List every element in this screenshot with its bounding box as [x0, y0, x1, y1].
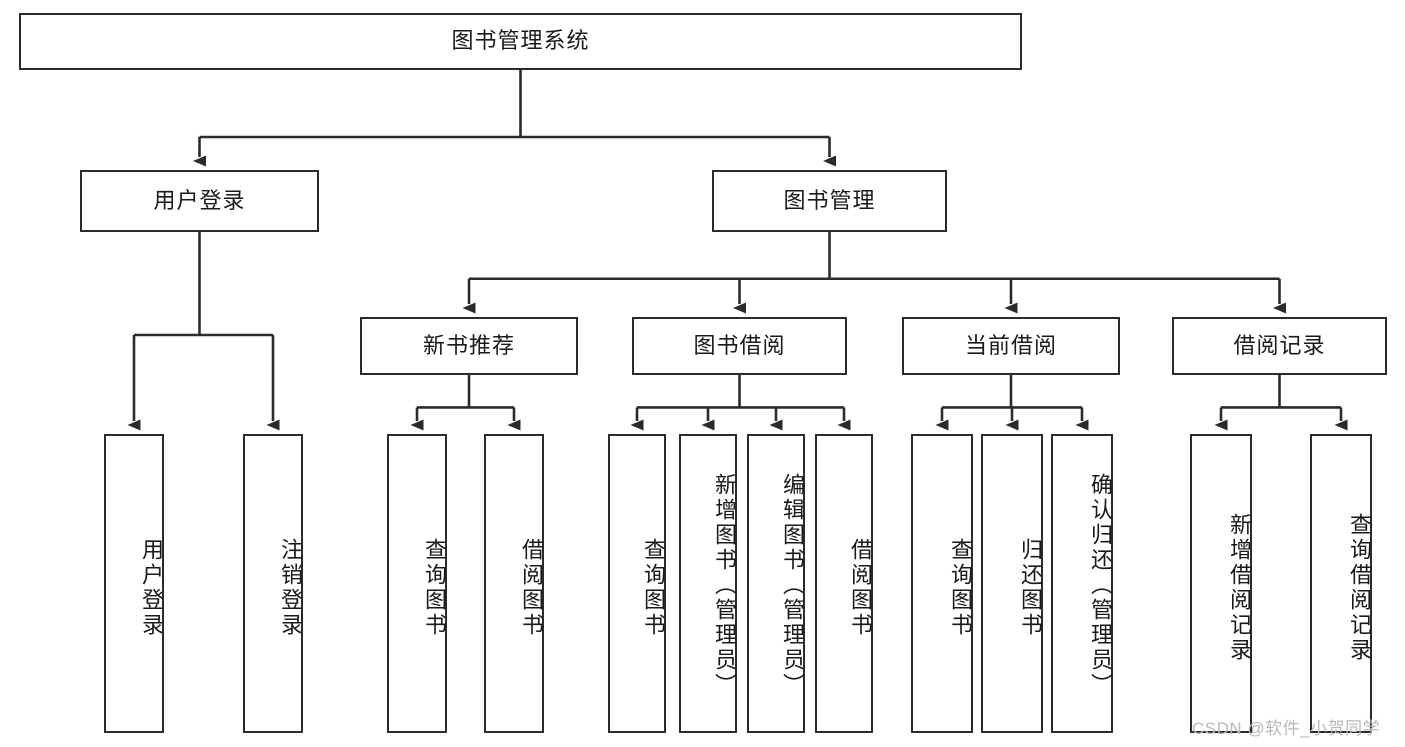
node-label: 借阅图书	[848, 537, 873, 638]
node-leaf7[interactable]: 编辑图书（管理员）	[747, 434, 805, 733]
node-label: 查询借阅记录	[1347, 512, 1372, 663]
node-leaf3[interactable]: 查询图书	[387, 434, 447, 733]
node-leaf6[interactable]: 新增图书（管理员）	[679, 434, 737, 733]
node-borrow[interactable]: 图书借阅	[632, 317, 847, 375]
node-label: 图书管理	[783, 187, 876, 213]
node-label: 编辑图书（管理员）	[780, 473, 805, 698]
node-label: 图书借阅	[693, 332, 786, 358]
node-label: 借阅记录	[1233, 332, 1326, 358]
node-leaf13[interactable]: 查询借阅记录	[1310, 434, 1372, 733]
node-leaf9[interactable]: 查询图书	[911, 434, 973, 733]
node-label: 当前借阅	[964, 332, 1057, 358]
node-label: 查询图书	[948, 537, 973, 638]
node-bookmgmt[interactable]: 图书管理	[712, 170, 947, 232]
node-label: 查询图书	[422, 537, 447, 638]
node-leaf10[interactable]: 归还图书	[981, 434, 1043, 733]
node-leaf12[interactable]: 新增借阅记录	[1190, 434, 1252, 733]
node-label: 新书推荐	[422, 332, 515, 358]
node-newbook[interactable]: 新书推荐	[360, 317, 578, 375]
node-leaf4[interactable]: 借阅图书	[484, 434, 544, 733]
node-label: 注销登录	[278, 537, 303, 638]
node-leaf5[interactable]: 查询图书	[608, 434, 666, 733]
node-leaf2[interactable]: 注销登录	[243, 434, 303, 733]
csdn-watermark: CSDN @软件_小贺同学	[1192, 719, 1381, 738]
node-leaf8[interactable]: 借阅图书	[815, 434, 873, 733]
node-label: 确认归还（管理员）	[1088, 473, 1113, 698]
node-label: 归还图书	[1018, 537, 1043, 638]
node-label: 图书管理系统	[451, 28, 590, 54]
node-current[interactable]: 当前借阅	[902, 317, 1120, 375]
node-label: 新增图书（管理员）	[712, 473, 737, 698]
node-leaf11[interactable]: 确认归还（管理员）	[1051, 434, 1113, 733]
node-root[interactable]: 图书管理系统	[19, 13, 1022, 70]
node-leaf1[interactable]: 用户登录	[104, 434, 164, 733]
node-label: 用户登录	[139, 537, 164, 638]
node-label: 用户登录	[153, 187, 246, 213]
node-label: 借阅图书	[519, 537, 544, 638]
node-label: 新增借阅记录	[1227, 512, 1252, 663]
node-label: 查询图书	[641, 537, 666, 638]
node-records[interactable]: 借阅记录	[1172, 317, 1387, 375]
node-login[interactable]: 用户登录	[80, 170, 319, 232]
